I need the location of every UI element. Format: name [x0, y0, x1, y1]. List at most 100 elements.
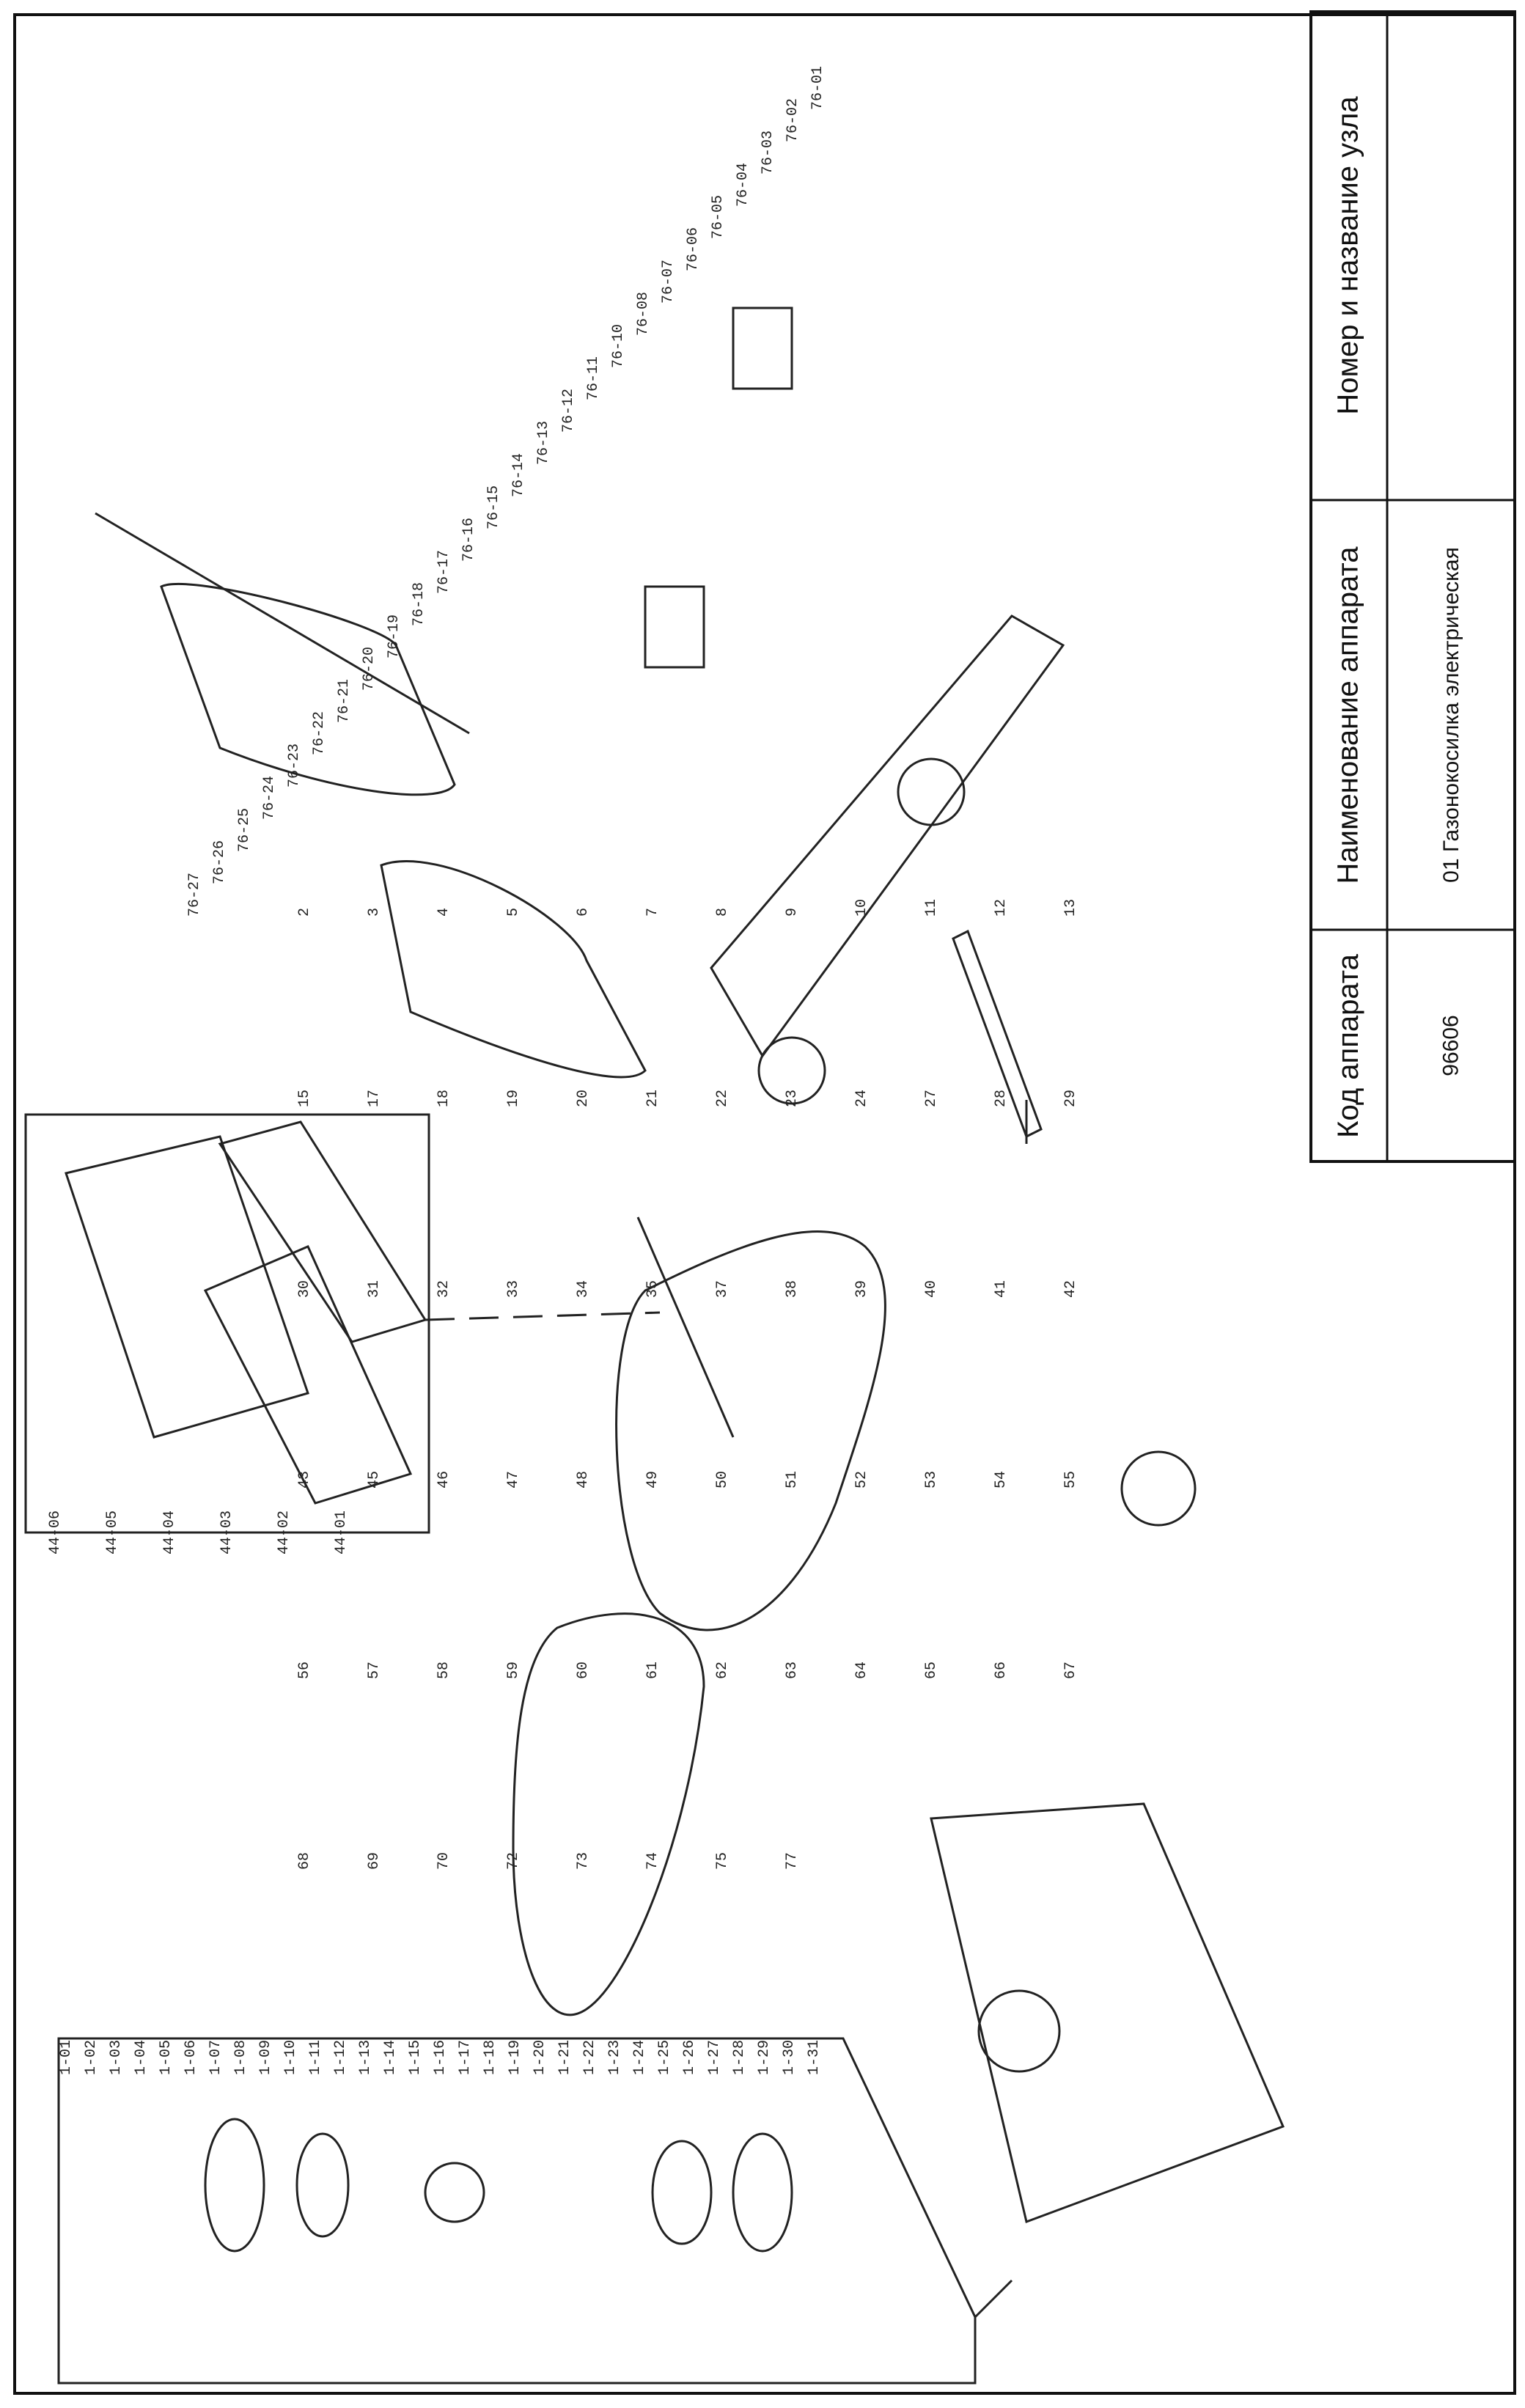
part-label: 62	[714, 1662, 731, 1679]
upper-handle	[160, 583, 456, 796]
part-label: 34	[575, 1280, 592, 1298]
part-label: 64	[853, 1662, 870, 1679]
part-label: 27	[923, 1090, 940, 1107]
bag-part-label: 44-06	[47, 1510, 64, 1554]
motor-part-label: 1-03	[108, 2040, 125, 2075]
motor-part-label: 1-02	[83, 2040, 100, 2075]
part-label: 70	[436, 1852, 452, 1870]
motor-part-label: 1-30	[781, 2040, 798, 2075]
motor-part-label: 1-28	[731, 2040, 748, 2075]
lower-handle	[380, 860, 647, 1079]
part-label: 66	[993, 1662, 1010, 1679]
part-label: 68	[296, 1852, 313, 1870]
part-label: 67	[1062, 1662, 1079, 1679]
part-label: 72	[505, 1852, 522, 1870]
node-header: Номер и название узла	[1331, 95, 1364, 415]
part-label: 51	[784, 1471, 801, 1489]
motor-part-label: 1-15	[407, 2040, 424, 2075]
motor-part-label: 1-16	[432, 2040, 449, 2075]
part-label: 35	[644, 1280, 661, 1298]
part-label: 45	[366, 1471, 383, 1489]
part-label: 28	[993, 1090, 1010, 1107]
part-label: 30	[296, 1280, 313, 1298]
part-label: 50	[714, 1471, 731, 1489]
part-label: 8	[714, 908, 731, 917]
bag-part-label: 44-03	[218, 1510, 235, 1554]
motor-part-label: 1-23	[606, 2040, 623, 2075]
part-label: 63	[784, 1662, 801, 1679]
part-label: 6	[575, 908, 592, 917]
motor-part-label: 1-24	[631, 2040, 648, 2075]
handle-part-label: 76-02	[784, 98, 801, 142]
handle-part-label: 76-14	[510, 453, 527, 497]
part-label: 22	[714, 1090, 731, 1107]
motor-part-label: 1-06	[183, 2040, 199, 2075]
handle-part-label: 76-26	[211, 840, 228, 884]
part-label: 55	[1062, 1471, 1079, 1489]
part-label: 73	[575, 1852, 592, 1870]
name-header: Наименование аппарата	[1331, 546, 1364, 884]
handle-part-label: 76-20	[361, 647, 378, 691]
handle-part-label: 76-18	[411, 582, 427, 626]
part-label: 10	[853, 899, 870, 917]
part-label: 53	[923, 1471, 940, 1489]
motor-part-label: 1-08	[232, 2040, 249, 2075]
part-label: 12	[993, 899, 1010, 917]
motor-stator	[295, 2132, 350, 2238]
part-label: 37	[714, 1280, 731, 1298]
part-label: 75	[714, 1852, 731, 1870]
motor-part-label: 1-07	[207, 2040, 224, 2075]
motor-part-label: 1-10	[282, 2040, 299, 2075]
drawing-frame	[13, 13, 1516, 2395]
part-label: 4	[436, 908, 452, 917]
motor-part-label: 1-31	[806, 2040, 823, 2075]
handle-part-label: 76-07	[660, 260, 677, 304]
handle-part-label: 76-24	[261, 776, 278, 820]
front-wheel-2	[757, 1036, 826, 1105]
bag-part-label: 44-04	[161, 1510, 178, 1554]
handle-part-label: 76-15	[485, 485, 502, 529]
part-label: 32	[436, 1280, 452, 1298]
motor-part-label: 1-04	[133, 2040, 150, 2075]
handle-part-label: 76-19	[386, 614, 403, 658]
part-label: 43	[296, 1471, 313, 1489]
motor-part-label: 1-26	[681, 2040, 698, 2075]
part-label: 54	[993, 1471, 1010, 1489]
bag-frame	[65, 1135, 309, 1439]
motor-part-label: 1-05	[158, 2040, 174, 2075]
part-label: 40	[923, 1280, 940, 1298]
part-label: 41	[993, 1280, 1010, 1298]
handle-part-label: 76-10	[610, 324, 627, 368]
part-label: 5	[505, 908, 522, 917]
handle-part-label: 76-25	[236, 808, 253, 852]
handle-part-label: 76-21	[336, 679, 353, 723]
name-value: 01 Газонокосилка электрическая	[1439, 547, 1464, 883]
part-label: 17	[366, 1090, 383, 1107]
part-label: 15	[296, 1090, 313, 1107]
part-label: 58	[436, 1662, 452, 1679]
motor-part-label: 1-20	[532, 2040, 548, 2075]
motor-rotor	[424, 2162, 485, 2223]
rear-wheel-group-outline	[930, 1802, 1285, 2223]
handle-part-label: 76-11	[585, 356, 602, 400]
front-wheel-group-outline	[710, 614, 1065, 1058]
handle-part-label: 76-12	[560, 389, 577, 433]
part-label: 31	[366, 1280, 383, 1298]
part-label: 47	[505, 1471, 522, 1489]
part-label: 18	[436, 1090, 452, 1107]
motor-part-label: 1-12	[332, 2040, 349, 2075]
code-header: Код аппарата	[1331, 953, 1364, 1138]
handle-part-label: 76-03	[760, 131, 776, 175]
handle-part-label: 76-17	[436, 550, 452, 594]
motor-part-label: 1-09	[257, 2040, 274, 2075]
motor-part-label: 1-13	[357, 2040, 374, 2075]
part-label: 65	[923, 1662, 940, 1679]
motor-group-outline	[57, 2037, 977, 2385]
motor-part-label: 1-14	[382, 2040, 399, 2075]
part-label: 48	[575, 1471, 592, 1489]
deck-body	[615, 1230, 886, 1631]
motor-fan	[204, 2118, 265, 2253]
part-label: 38	[784, 1280, 801, 1298]
motor-part-label: 1-25	[656, 2040, 673, 2075]
handle-part-label: 76-16	[460, 518, 477, 562]
